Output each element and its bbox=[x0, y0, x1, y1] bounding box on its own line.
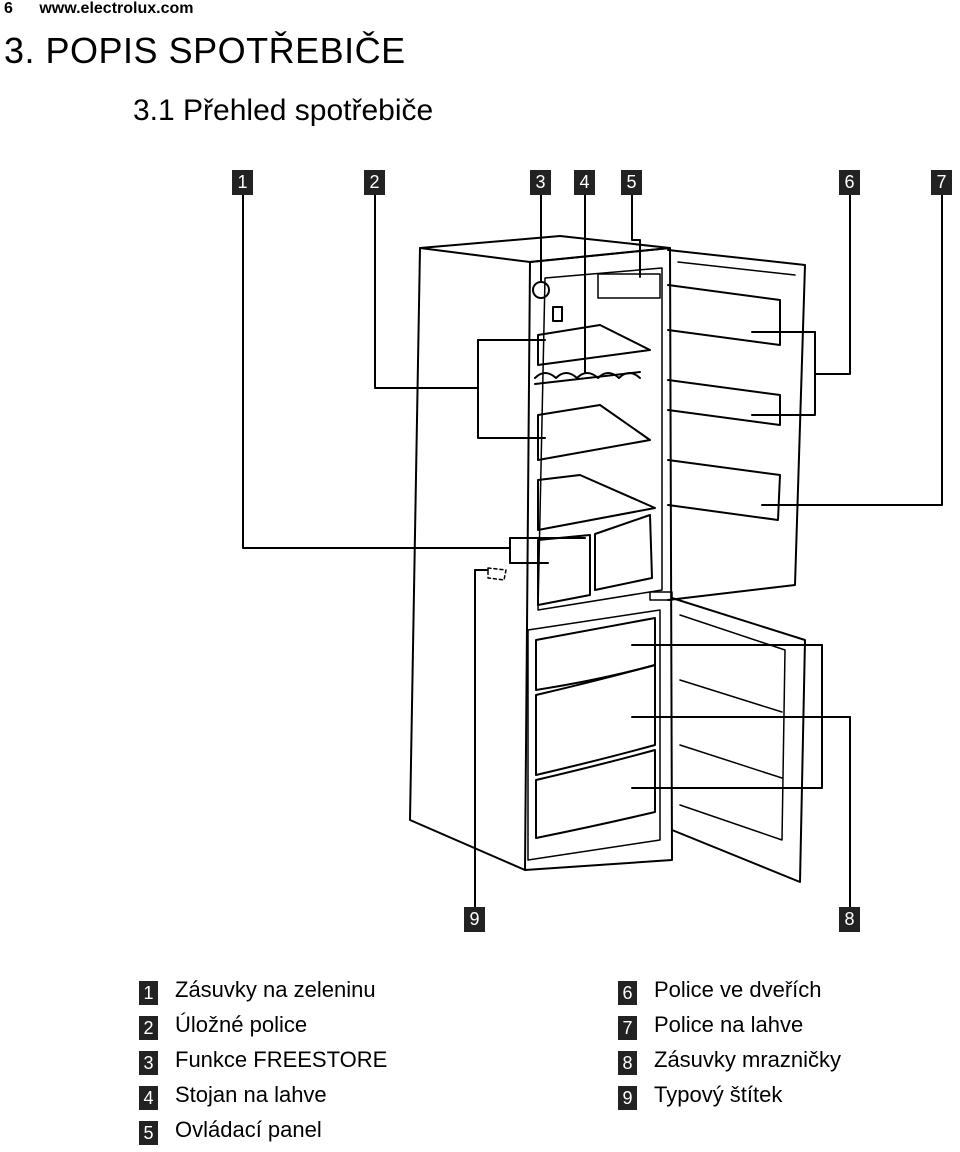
legend-text: Funkce FREESTORE bbox=[175, 1047, 388, 1072]
legend-text: Typový štítek bbox=[654, 1082, 783, 1107]
shelf-1 bbox=[537, 324, 651, 366]
legend-number: 9 bbox=[618, 1086, 637, 1110]
legend-text: Stojan na lahve bbox=[175, 1082, 327, 1107]
rating-plate bbox=[487, 567, 507, 581]
freezer-inner bbox=[527, 609, 661, 861]
shelf-2 bbox=[537, 404, 651, 461]
callout-5: 5 bbox=[621, 170, 642, 195]
bottle-rack bbox=[534, 372, 641, 379]
crisper-left bbox=[537, 534, 591, 606]
cabinet-front bbox=[524, 247, 673, 871]
legend-text: Police na lahve bbox=[654, 1012, 804, 1037]
legend-text: Ovládací panel bbox=[175, 1117, 322, 1142]
shelf-3 bbox=[537, 474, 656, 531]
callout-1: 1 bbox=[232, 170, 253, 195]
legend-text: Zásuvky mrazničky bbox=[654, 1047, 842, 1072]
door-shelf-3 bbox=[667, 459, 781, 521]
freestore-fan bbox=[532, 281, 550, 299]
freezer-door bbox=[671, 597, 806, 883]
callout-3: 3 bbox=[530, 170, 551, 195]
door-shelf-2 bbox=[667, 379, 781, 426]
legend-number: 3 bbox=[139, 1051, 158, 1075]
page-number: 6 bbox=[4, 0, 13, 17]
fridge-door bbox=[667, 249, 806, 601]
freezer-drawer-3 bbox=[535, 749, 656, 839]
callout-4: 4 bbox=[574, 170, 595, 195]
legend-number: 2 bbox=[139, 1016, 158, 1040]
header-url[interactable]: www.electrolux.com bbox=[39, 0, 194, 17]
legend-number: 1 bbox=[139, 981, 158, 1005]
freezer-drawer-1 bbox=[535, 617, 656, 691]
control-panel bbox=[597, 273, 661, 299]
callout-8: 8 bbox=[839, 907, 860, 932]
page-header: 6 www.electrolux.com bbox=[4, 0, 193, 18]
legend-number: 4 bbox=[139, 1086, 158, 1110]
cabinet-inner bbox=[537, 267, 663, 611]
callout-7: 7 bbox=[931, 170, 952, 195]
callout-6: 6 bbox=[839, 170, 860, 195]
callout-2: 2 bbox=[364, 170, 385, 195]
callout-9: 9 bbox=[464, 907, 485, 932]
legend-number: 6 bbox=[618, 981, 637, 1005]
section-title: 3. POPIS SPOTŘEBIČE bbox=[4, 30, 406, 71]
cabinet-side bbox=[409, 247, 531, 871]
freezer-drawer-2 bbox=[535, 664, 656, 776]
subsection-title: 3.1 Přehled spotřebiče bbox=[133, 94, 434, 127]
legend-number: 8 bbox=[618, 1051, 637, 1075]
crisper-right bbox=[594, 514, 653, 591]
legend-number: 7 bbox=[618, 1016, 637, 1040]
legend-text: Zásuvky na zeleninu bbox=[175, 977, 376, 1002]
legend-text: Úložné police bbox=[175, 1012, 308, 1037]
leader-lines bbox=[242, 193, 943, 908]
legend-text: Police ve dveřích bbox=[654, 977, 822, 1002]
legend-number: 5 bbox=[139, 1121, 158, 1145]
door-shelf-1 bbox=[667, 284, 781, 346]
